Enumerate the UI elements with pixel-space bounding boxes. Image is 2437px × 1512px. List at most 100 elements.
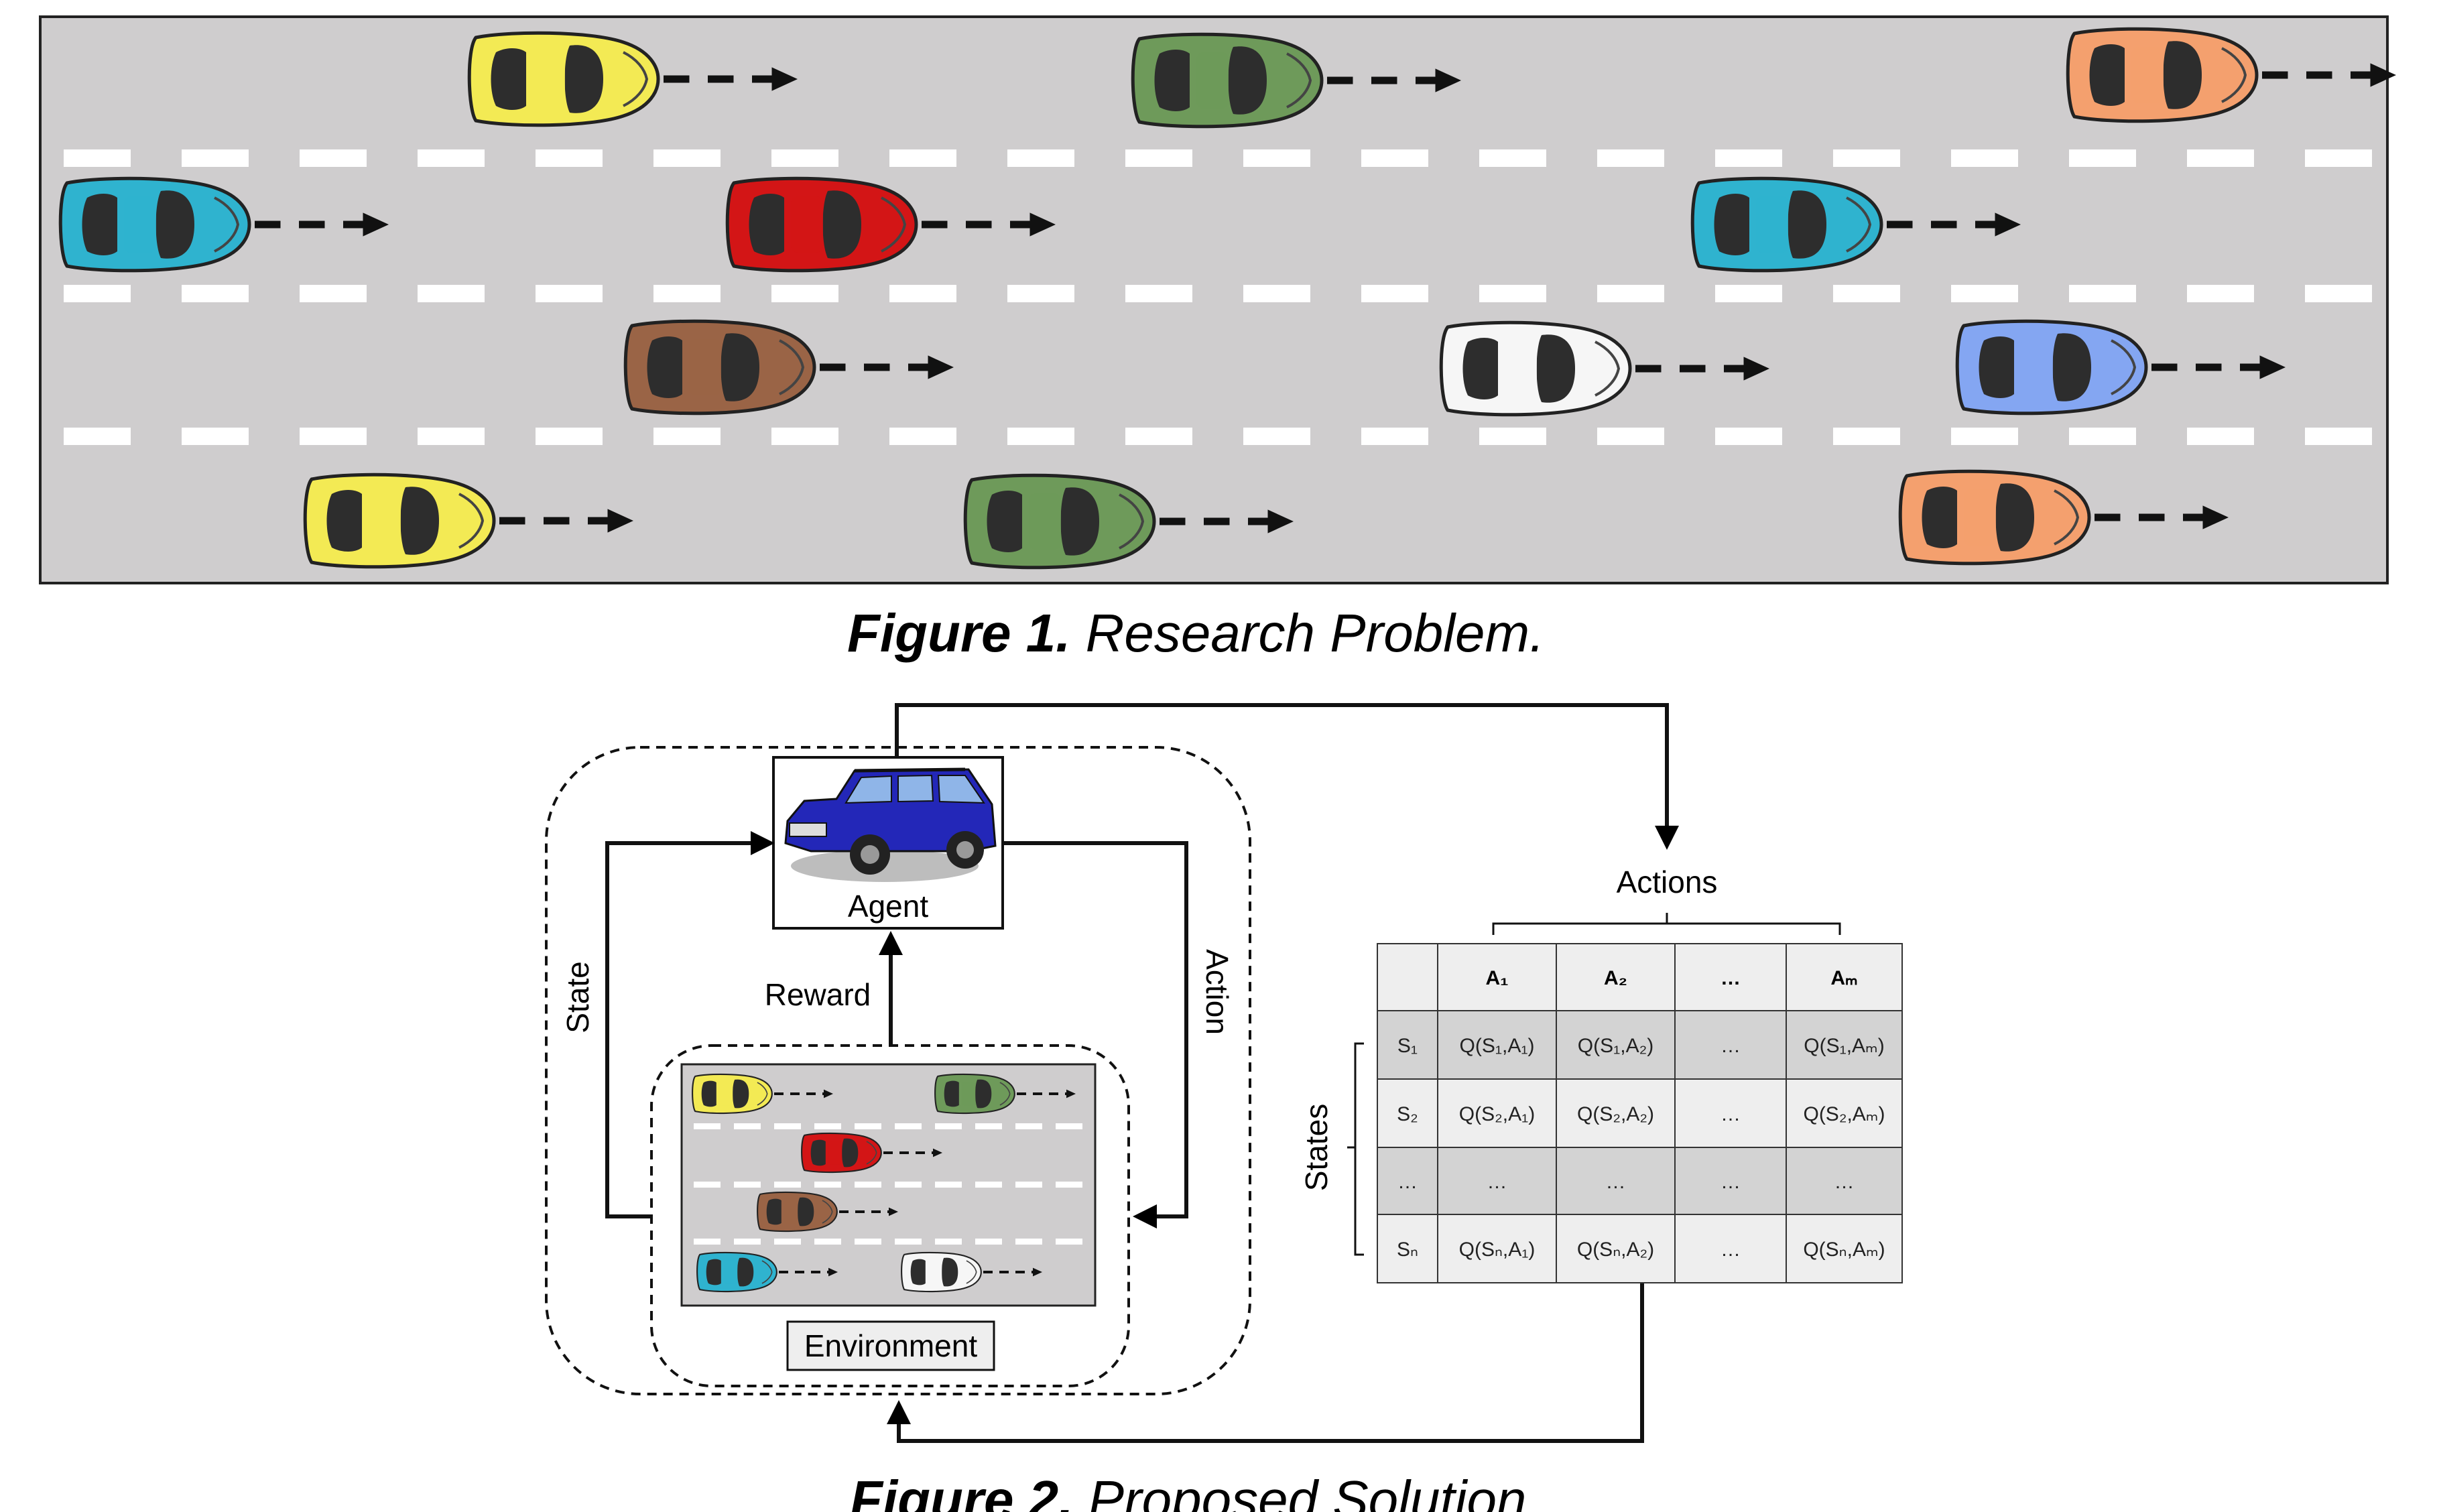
qtable-value: Q(Sₙ,Aₘ) (1803, 1239, 1885, 1261)
proposed-solution-figure: Agent Environment State Action Reward Ac… (545, 703, 1903, 1512)
env-car (801, 1132, 882, 1174)
lane-dash (300, 149, 367, 167)
env-lane-dash (895, 1182, 922, 1188)
motion-arrow (1160, 509, 1294, 533)
lane-dash (771, 149, 838, 167)
env-lane-dash (855, 1239, 881, 1245)
qtable-cell (1674, 1214, 1787, 1283)
env-lane-dash (734, 1239, 761, 1245)
qtable-value: Q(S₁,A₂) (1578, 1035, 1653, 1057)
env-lane-dash (814, 1239, 841, 1245)
env-lane-dash (1015, 1182, 1042, 1188)
lane-dash (1479, 285, 1546, 302)
lane-dash (418, 428, 485, 445)
lane-dash (1007, 285, 1074, 302)
env-lane-dash (694, 1123, 721, 1129)
lane-dash (1597, 428, 1664, 445)
env-lane-dash (814, 1123, 841, 1129)
qtable-state: … (1397, 1171, 1418, 1193)
qtable-value: … (1721, 1103, 1741, 1125)
env-lane-dash (694, 1182, 721, 1188)
reward-label: Reward (765, 977, 871, 1012)
lane-dash (2069, 285, 2136, 302)
lane-dash (2187, 285, 2254, 302)
qtable-value: Q(Sₙ,A₁) (1459, 1239, 1536, 1261)
qtable-cell (1556, 1214, 1676, 1283)
motion-arrow (922, 212, 1056, 237)
lane-dash (1951, 285, 2018, 302)
environment-label: Environment (804, 1328, 977, 1363)
env-motion-arrow (839, 1207, 898, 1216)
agent-box: Agent (772, 756, 1004, 930)
qtable-cell (1786, 1078, 1903, 1148)
lane-dash (1125, 285, 1192, 302)
lane-dash (1597, 285, 1664, 302)
lane-dash (1361, 285, 1428, 302)
env-car (696, 1251, 777, 1293)
states-label: States (1299, 1104, 1334, 1191)
env-lane-dash (935, 1182, 962, 1188)
lane-dash (2305, 285, 2372, 302)
lane-dash (536, 428, 603, 445)
env-lane-dash (975, 1239, 1002, 1245)
state-arrow (605, 831, 775, 1218)
env-lane-dash (1015, 1123, 1042, 1129)
actions-brace (1492, 913, 1841, 935)
qtable-value: Q(S₂,A₂) (1577, 1103, 1654, 1125)
env-lane-dash (1056, 1123, 1082, 1129)
env-lane-dash (975, 1182, 1002, 1188)
env-lane-dash (935, 1123, 962, 1129)
env-lane-dash (895, 1239, 922, 1245)
motion-arrow (820, 355, 954, 379)
qtable-header: A₂ (1604, 967, 1627, 989)
lane-dash (771, 285, 838, 302)
lane-dash (1715, 428, 1782, 445)
actions-label: Actions (1617, 865, 1718, 899)
env-motion-arrow (1017, 1089, 1076, 1098)
motion-arrow (2151, 355, 2286, 379)
lane-dash (182, 428, 249, 445)
motion-arrow (2095, 505, 2229, 529)
env-lane-dash (734, 1182, 761, 1188)
qtable-header: … (1721, 967, 1741, 989)
car-white (1439, 320, 1632, 417)
lane-dash (64, 285, 131, 302)
env-motion-arrow (883, 1148, 942, 1157)
lane-dash (653, 428, 721, 445)
lane-markings (64, 149, 2372, 445)
car-orange (1898, 469, 2091, 566)
states-brace (1347, 1042, 1364, 1256)
lane-dash (182, 285, 249, 302)
qtable-state: Sₙ (1397, 1239, 1418, 1261)
lane-dash (2187, 149, 2254, 167)
lane-dash (1479, 428, 1546, 445)
qtable-to-environment-arrow (887, 1283, 1644, 1443)
qtable-cell (1377, 1078, 1438, 1148)
qtable-value: … (1721, 1171, 1741, 1193)
lane-dash (300, 285, 367, 302)
action-arrow (1003, 841, 1188, 1228)
lane-dash (64, 428, 131, 445)
car-red (725, 176, 918, 273)
lane-dash (300, 428, 367, 445)
lane-dash (1007, 149, 1074, 167)
env-lane-dash (855, 1182, 881, 1188)
qtable-value: Q(S₂,A₁) (1459, 1103, 1535, 1125)
lane-dash (418, 285, 485, 302)
lane-dash (889, 428, 956, 445)
environment-lane-markings (694, 1123, 1082, 1245)
lane-dash (1361, 428, 1428, 445)
lane-dash (653, 285, 721, 302)
qtable-cell (1674, 1147, 1787, 1215)
qtable-cell (1437, 1214, 1557, 1283)
qtable-state: S₁ (1397, 1035, 1418, 1057)
env-motion-arrow (774, 1089, 833, 1098)
lane-dash (1715, 149, 1782, 167)
lane-dash (1125, 428, 1192, 445)
qtable-value: Q(S₁,A₁) (1460, 1035, 1535, 1057)
env-lane-dash (1056, 1239, 1082, 1245)
lane-dash (1243, 428, 1310, 445)
env-lane-dash (814, 1182, 841, 1188)
